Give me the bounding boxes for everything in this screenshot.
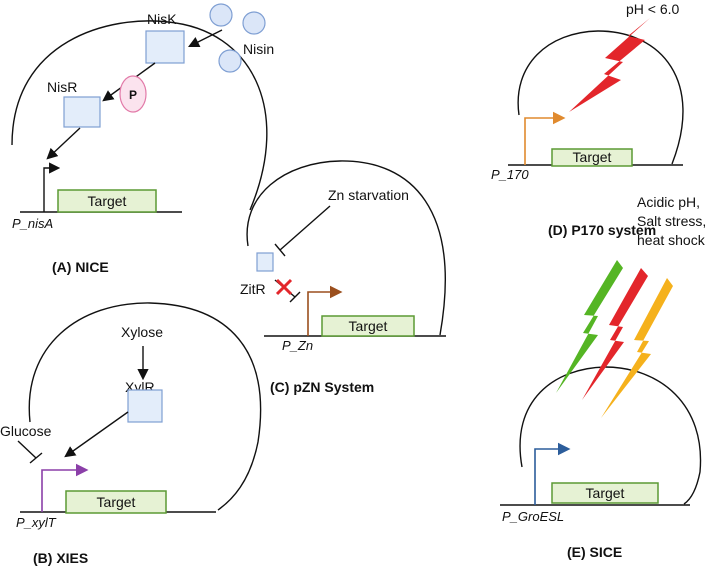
panel-c-target-gene (321, 315, 415, 337)
panel-e-stress-bolt-icon (601, 278, 673, 418)
panel-b-glucose-inhibition (17, 440, 37, 459)
panel-c-cell-membrane (246, 160, 446, 336)
panel-e-target-label: Target (586, 485, 625, 501)
panel-b-target-gene (65, 490, 167, 514)
panel-d-signal-label: pH < 6.0 (626, 1, 680, 17)
panel-d-stress-bolt-icon (569, 18, 650, 112)
panel-a-nisr-label: NisR (47, 79, 77, 95)
panel-a-nisin-molecule (209, 3, 233, 27)
panel-a-nisr-box (63, 96, 101, 128)
panel-d-cell-membrane (517, 30, 684, 165)
panel-c-signal-inhibition (279, 205, 331, 251)
panel-e-target-gene (551, 482, 659, 504)
panel-a-nisin-arrow (187, 29, 223, 48)
panel-a-nice: P_nisA Target NisK Nisin P NisR (A) NICE (11, 3, 274, 275)
panel-d-target-gene (551, 148, 633, 167)
panel-b-caption: (B) XIES (33, 550, 88, 566)
panel-e-stress-bolt-icon (582, 268, 648, 400)
panel-e-cell-membrane (519, 366, 702, 505)
panel-e-stress-bolt-icon (556, 260, 623, 393)
panel-a-nisk-box (145, 30, 185, 64)
panel-a-nisr-to-promoter-arrow (46, 127, 81, 160)
panel-a-promoter-arrow (43, 162, 61, 212)
panel-d-promoter-label: P_170 (491, 167, 529, 182)
panel-b-xylose-label: Xylose (121, 324, 163, 340)
panel-b-promoter-arrow (41, 463, 89, 512)
panel-a-promoter-label: P_nisA (12, 216, 53, 231)
panel-d-target-label: Target (573, 149, 612, 165)
panel-a-caption: (A) NICE (52, 259, 109, 275)
panel-d-promoter-arrow (524, 111, 566, 165)
panel-b-target-label: Target (97, 494, 136, 510)
panel-b-glucose-inhibition-bar (29, 452, 43, 464)
panel-e-signal-line2: Salt stress, (637, 213, 706, 229)
panel-a-phospho-badge (119, 75, 147, 113)
panel-b-xylr-to-promoter-arrow (64, 411, 129, 458)
panel-b-cell-membrane (28, 302, 262, 511)
panel-b-xies: Xylose XylR Glucose P_xylT Target (B) XI… (0, 302, 262, 566)
panel-a-phospho-label: P (129, 88, 137, 102)
panel-a-nisin-label: Nisin (243, 41, 274, 57)
panel-a-nisk-label: NisK (147, 11, 177, 27)
panel-c-pzn: Zn starvation ZitR P_Zn Target (C) pZN S… (240, 160, 446, 395)
panel-b-glucose-label: Glucose (0, 423, 52, 439)
panel-d-caption: (D) P170 system (548, 222, 656, 238)
panel-c-signal-label: Zn starvation (328, 187, 409, 203)
panel-c-block-cross-icon (275, 278, 293, 296)
panel-c-promoter-label: P_Zn (282, 338, 313, 353)
panel-b-xylr-box (127, 389, 163, 423)
panel-e-promoter-arrow (534, 442, 571, 505)
panel-d-p170: pH < 6.0 P_170 Target (D) P170 system (491, 1, 684, 238)
panel-c-promoter-arrow (307, 285, 343, 336)
panel-a-nisin-molecule (242, 11, 266, 35)
panel-c-target-label: Target (349, 318, 388, 334)
panel-b-promoter-label: P_xylT (16, 515, 57, 530)
panel-e-caption: (E) SICE (567, 544, 622, 560)
panel-c-signal-inhibition-bar (274, 243, 286, 257)
panel-a-target-gene (57, 189, 157, 213)
panel-e-promoter-label: P_GroESL (502, 509, 564, 524)
panel-c-zitr-box (256, 252, 274, 272)
panel-e-sice: Acidic pH, Salt stress, heat shock P_Gro… (500, 194, 706, 560)
panel-c-caption: (C) pZN System (270, 379, 374, 395)
panel-a-cell-membrane (11, 20, 268, 211)
panel-e-signal-line1: Acidic pH, (637, 194, 700, 210)
panel-c-zitr-label: ZitR (240, 281, 266, 297)
panel-c-zitr-repression-bar (289, 291, 301, 303)
panel-e-signal-line3: heat shock (637, 232, 706, 248)
panel-a-target-label: Target (88, 193, 127, 209)
panel-a-nisin-molecule (218, 49, 242, 73)
